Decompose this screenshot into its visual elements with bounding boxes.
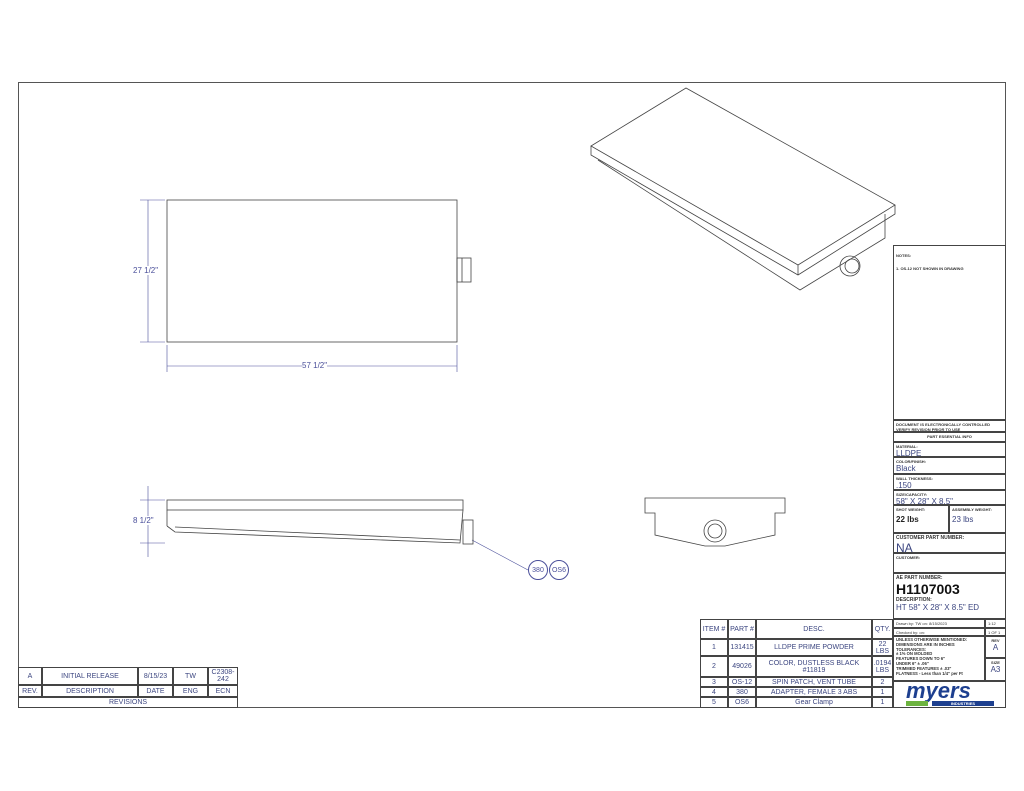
bom-header: PART # [728,619,756,639]
assembly-weight-field: ASSEMBLY WEIGHT:23 lbs [949,505,1006,533]
bom-cell: SPIN PATCH, VENT TUBE [756,677,872,687]
bom-cell: OS-12 [728,677,756,687]
rev-header: REV. [18,685,42,697]
note-1: 1. OS-12 NOT SHOWN IN DRAWING [896,266,964,271]
bom-cell: .0194 LBS [872,656,893,677]
controlled-notice: DOCUMENT IS ELECTRONICALLY CONTROLLED VE… [893,420,1006,432]
rev-cell: TW [173,667,208,685]
part-number-field: AE PART NUMBER: H1107003 DESCRIPTION: HT… [893,573,1006,619]
rev-header: ENG [173,685,208,697]
rev-cell: C2308-242 [208,667,238,685]
bom-cell: 4 [700,687,728,697]
myers-logo: myers INDUSTRIES [893,681,1006,708]
scale: 1:12 [985,619,1006,628]
end-view [644,497,786,547]
bom-cell: 1 [872,697,893,708]
bom-cell: 5 [700,697,728,708]
width-dimension: 57 1/2" [302,361,328,370]
rev-header: ECN [208,685,238,697]
notes-title: NOTES: [896,253,912,258]
material-field: MATERIAL:LLDPE [893,442,1006,457]
size-field: SIZE/CAPACITY:58" X 28" X 8.5" [893,490,1006,505]
bom-cell: 22 LBS [872,639,893,656]
customer-part-field: CUSTOMER PART NUMBER:NA [893,533,1006,553]
notes-box: NOTES: 1. OS-12 NOT SHOWN IN DRAWING [893,245,1006,420]
bom-cell: COLOR, DUSTLESS BLACK #11819 [756,656,872,677]
bom-cell: 1 [700,639,728,656]
checked-by: Checked by: on: [893,628,985,636]
shot-weight-field: SHOT WEIGHT:22 lbs [893,505,949,533]
wall-thickness-field: WALL THICKNESS:.150 [893,474,1006,490]
rev-cell: INITIAL RELEASE [42,667,138,685]
side-view [166,499,474,545]
drawn-by: Drawn by: TW on: 8/15/2023 [893,619,985,628]
bom-cell: OS6 [728,697,756,708]
bom-cell: 2 [700,656,728,677]
rev-header: DATE [138,685,173,697]
rev-cell: A [18,667,42,685]
bom-cell: 49026 [728,656,756,677]
bom-cell: 3 [700,677,728,687]
bom-cell: 2 [872,677,893,687]
bom-cell: Gear Clamp [756,697,872,708]
rev-header: DESCRIPTION [42,685,138,697]
bom-cell: ADAPTER, FEMALE 3 ABS [756,687,872,697]
height-dimension: 27 1/2" [133,266,159,275]
isometric-view [590,87,896,291]
depth-dimension: 8 1/2" [133,516,154,525]
balloon-item-os6: OS6 [549,560,569,580]
bom-cell: 131415 [728,639,756,656]
balloon-item-380: 380 [528,560,548,580]
dimension-lines [140,199,529,571]
customer-field: CUSTOMER: [893,553,1006,573]
bom-header: DESC. [756,619,872,639]
revisions-title: REVISIONS [18,697,238,708]
bom-cell: 1 [872,687,893,697]
essential-header: PART ESSENTIAL INFO [893,432,1006,442]
top-view [166,199,472,343]
bom-cell: LLDPE PRIME POWDER [756,639,872,656]
sheet: 1 OF 1 [985,628,1006,636]
bom-cell: 380 [728,687,756,697]
bom-header: ITEM # [700,619,728,639]
tolerances: UNLESS OTHERWISE MENTIONED:DIMENSIONS AR… [893,636,985,681]
rev-cell: 8/15/23 [138,667,173,685]
bom-header: QTY. [872,619,893,639]
color-field: COLOR/FINISH:Black [893,457,1006,474]
